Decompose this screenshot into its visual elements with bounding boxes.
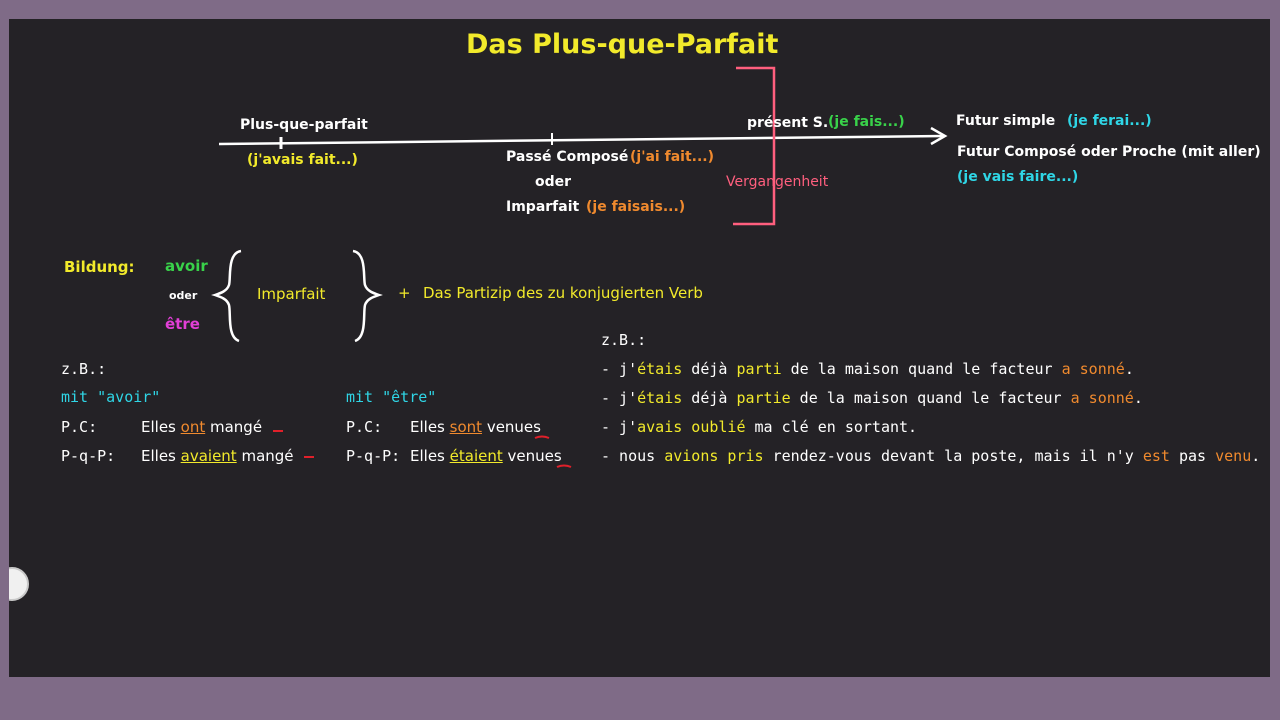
s3-part: - j': [601, 418, 638, 436]
pc-label: Passé Composé: [506, 149, 629, 165]
pc-oder: oder: [535, 174, 572, 190]
s4-participle: venu: [1215, 447, 1252, 465]
example-sentence-4: - nous avions pris rendez-vous devant la…: [601, 449, 1260, 464]
pqp-label: Plus-que-parfait: [240, 117, 368, 133]
vergangenheit-label: Vergangenheit: [726, 174, 829, 190]
page-title: Das Plus-que-Parfait: [466, 29, 779, 60]
left-zb: z.B.:: [61, 360, 107, 378]
s3-verb: avais oublié: [637, 418, 746, 436]
present-label: présent S.: [747, 115, 829, 131]
s1-part: .: [1124, 360, 1134, 378]
avoir-pc-label: P.C:: [61, 418, 98, 436]
etre-pqp-row: Elles étaient venues: [410, 449, 562, 464]
futur-compose-label: Futur Composé oder Proche (mit aller): [957, 144, 1261, 160]
etre-pqp-aux: étaient: [449, 447, 503, 465]
s2-part: - j': [601, 389, 638, 407]
bildung-imparfait: Imparfait: [257, 285, 326, 303]
bildung-label: Bildung:: [64, 258, 135, 276]
s2-verb: a sonné: [1070, 389, 1134, 407]
example-sentence-3: - j'avais oublié ma clé en sortant.: [601, 420, 917, 435]
red-mark-3: [534, 435, 550, 439]
avoir-pqp-row: Elles avaient mangé: [141, 449, 294, 464]
vergangenheit-bracket: [733, 66, 776, 226]
s1-participle: parti: [736, 360, 782, 378]
s2-part: .: [1133, 389, 1143, 407]
example-sentence-1: - j'étais déjà parti de la maison quand …: [601, 362, 1134, 377]
etre-pqp-subject: Elles: [410, 447, 445, 465]
whiteboard: Das Plus-que-Parfait Plus-que-parfait (j…: [9, 19, 1270, 677]
etre-pc-subject: Elles: [410, 418, 445, 436]
timeline-drawing: [211, 66, 948, 468]
bildung-plus: +: [398, 284, 411, 302]
s4-part: - nous: [601, 447, 665, 465]
right-zb: z.B.:: [601, 331, 647, 349]
s3-part: ma clé en sortant.: [745, 418, 918, 436]
s1-aux: étais: [637, 360, 683, 378]
avoir-pqp-label: P-q-P:: [61, 447, 116, 465]
s4-part: pas: [1169, 447, 1216, 465]
avoir-pqp-subject: Elles: [141, 447, 176, 465]
right-brace: [352, 249, 383, 343]
s1-part: de la maison quand le facteur: [781, 360, 1062, 378]
s1-part: - j': [601, 360, 638, 378]
etre-pc-participle: venues: [486, 418, 541, 436]
timeline-line: [218, 134, 944, 146]
bildung-partizip: Das Partizip des zu konjugierten Verb: [423, 284, 703, 302]
bildung-oder: oder: [169, 289, 198, 302]
s2-part: de la maison quand le facteur: [790, 389, 1071, 407]
etre-pqp-participle: venues: [507, 447, 562, 465]
imparfait-label: Imparfait: [506, 199, 580, 215]
futur-simple-example: (je ferai...): [1067, 113, 1152, 129]
present-example: (je fais...): [828, 114, 905, 130]
avoir-pc-row: Elles ont mangé: [141, 420, 262, 435]
futur-compose-example: (je vais faire...): [957, 169, 1079, 185]
s1-verb: a sonné: [1061, 360, 1125, 378]
s4-part: .: [1251, 447, 1261, 465]
imparfait-example: (je faisais...): [586, 199, 686, 215]
futur-simple-label: Futur simple: [956, 113, 1056, 129]
timeline-arrowhead: [930, 126, 948, 146]
bildung-etre: être: [165, 315, 200, 333]
s2-participle: partie: [736, 389, 791, 407]
s4-aux: est: [1142, 447, 1170, 465]
example-sentence-2: - j'étais déjà partie de la maison quand…: [601, 391, 1143, 406]
etre-header: mit "être": [346, 388, 437, 406]
red-mark-4: [556, 464, 572, 468]
etre-pc-label: P.C:: [346, 418, 383, 436]
s2-part: déjà: [682, 389, 737, 407]
s4-verb: avions pris: [664, 447, 764, 465]
s4-part: rendez-vous devant la poste, mais il n'y: [763, 447, 1143, 465]
left-brace: [211, 249, 242, 343]
etre-pqp-label: P-q-P:: [346, 447, 401, 465]
pc-example: (j'ai fait...): [630, 149, 714, 165]
avoir-pc-subject: Elles: [141, 418, 176, 436]
pqp-example: (j'avais fait...): [247, 152, 358, 168]
avoir-header: mit "avoir": [61, 388, 161, 406]
s1-part: déjà: [682, 360, 737, 378]
bildung-avoir: avoir: [165, 257, 208, 275]
avoir-pc-aux: ont: [180, 418, 206, 436]
avoir-pqp-participle: mangé: [241, 447, 294, 465]
avoir-pc-participle: mangé: [210, 418, 263, 436]
avoir-pqp-aux: avaient: [180, 447, 237, 465]
s2-aux: étais: [637, 389, 683, 407]
etre-pc-row: Elles sont venues: [410, 420, 541, 435]
etre-pc-aux: sont: [449, 418, 483, 436]
